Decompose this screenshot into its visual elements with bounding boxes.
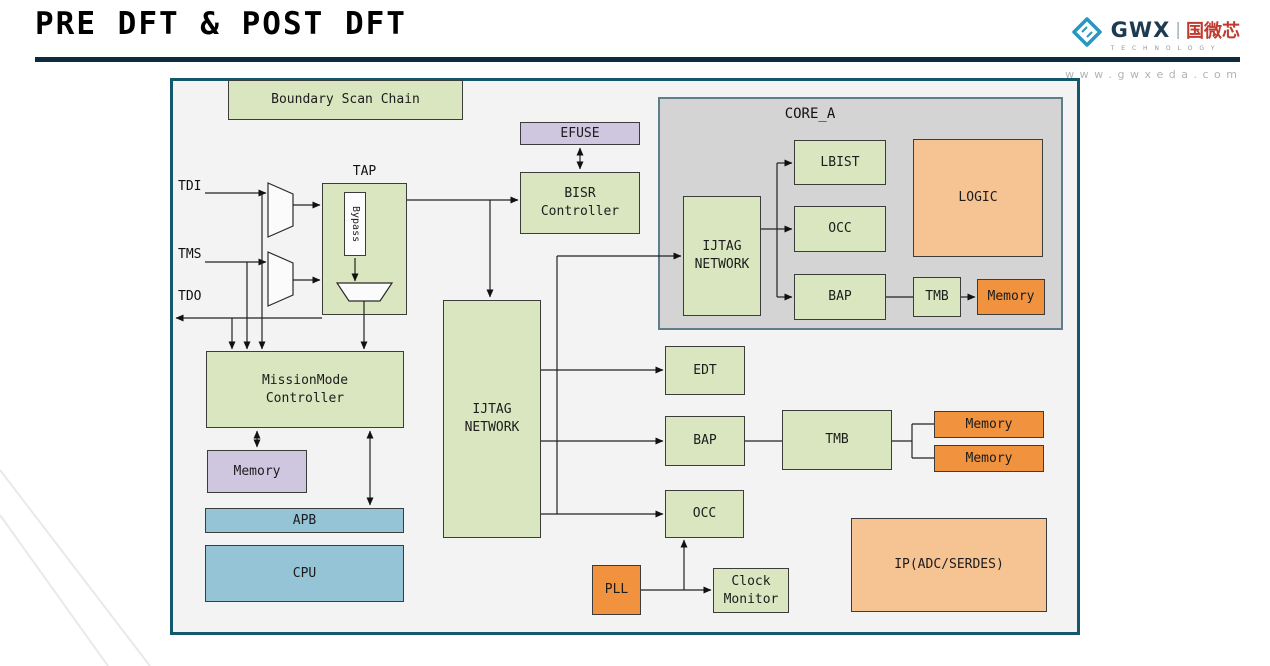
block-memory-core: Memory <box>977 279 1045 315</box>
signal-tms: TMS <box>178 247 202 262</box>
company-logo: GWX | 国微芯 T E C H N O L O G Y <box>1071 16 1240 52</box>
logo-separator: | <box>1175 19 1181 40</box>
block-ijtag-network-core: IJTAG NETWORK <box>683 196 761 316</box>
website-url: w w w . g w x e d a . c o m <box>1065 68 1238 81</box>
block-bap-core: BAP <box>794 274 886 320</box>
gwx-logo-icon <box>1071 16 1103 52</box>
block-bypass: Bypass <box>344 192 366 256</box>
block-memory-top: Memory <box>934 411 1044 438</box>
header-divider <box>35 57 1240 62</box>
block-bisr-controller: BISR Controller <box>520 172 640 234</box>
signal-tdi: TDI <box>178 179 202 194</box>
tap-label: TAP <box>352 164 377 179</box>
signal-tdo: TDO <box>178 289 202 304</box>
logo-brand-cn: 国微芯 <box>1186 20 1240 42</box>
page-title: PRE DFT & POST DFT <box>35 6 407 42</box>
block-efuse: EFUSE <box>520 122 640 145</box>
block-tmb-core: TMB <box>913 277 961 317</box>
block-boundary-scan-chain: Boundary Scan Chain <box>228 80 463 120</box>
block-mission-mode-controller: MissionMode Controller <box>206 351 404 428</box>
block-clock-monitor: Clock Monitor <box>713 568 789 613</box>
block-cpu: CPU <box>205 545 404 602</box>
decorative-lines <box>0 469 151 666</box>
logo-tagline: T E C H N O L O G Y <box>1110 44 1218 52</box>
block-edt: EDT <box>665 346 745 395</box>
block-occ-main: OCC <box>665 490 744 538</box>
block-ip-adc-serdes: IP(ADC/SERDES) <box>851 518 1047 612</box>
block-occ-core: OCC <box>794 206 886 252</box>
block-memory-left: Memory <box>207 450 307 493</box>
block-lbist: LBIST <box>794 140 886 185</box>
block-pll: PLL <box>592 565 641 615</box>
logo-brand-text: GWX <box>1110 17 1171 42</box>
block-apb: APB <box>205 508 404 533</box>
block-logic: LOGIC <box>913 139 1043 257</box>
block-tmb-main: TMB <box>782 410 892 470</box>
core-a-label: CORE_A <box>784 106 836 122</box>
block-memory-bottom: Memory <box>934 445 1044 472</box>
block-bap-main: BAP <box>665 416 745 466</box>
block-ijtag-network-main: IJTAG NETWORK <box>443 300 541 538</box>
